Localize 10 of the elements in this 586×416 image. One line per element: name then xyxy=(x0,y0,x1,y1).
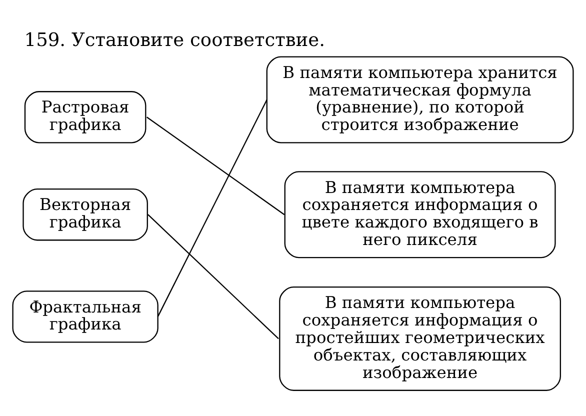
connector xyxy=(146,116,285,215)
node-box: Векторная графика xyxy=(22,188,148,240)
node-box: В памяти компьютера хранится математическая формула (уравнение), по которой строится изображение xyxy=(266,56,574,143)
connector xyxy=(148,214,279,339)
node-box: В памяти компьютера сохраняется информация о простейших геометрических объектах, составляющих изображение xyxy=(279,286,561,390)
node-box: В памяти компьютера сохраняется информация о цвете каждого входящего в него пикселя xyxy=(284,170,556,258)
connector xyxy=(157,98,268,316)
node-box: Фрактальная графика xyxy=(12,290,158,342)
node-box: Растровая графика xyxy=(24,90,146,143)
diagram-title: 159. Установите соответствие. xyxy=(24,30,326,51)
